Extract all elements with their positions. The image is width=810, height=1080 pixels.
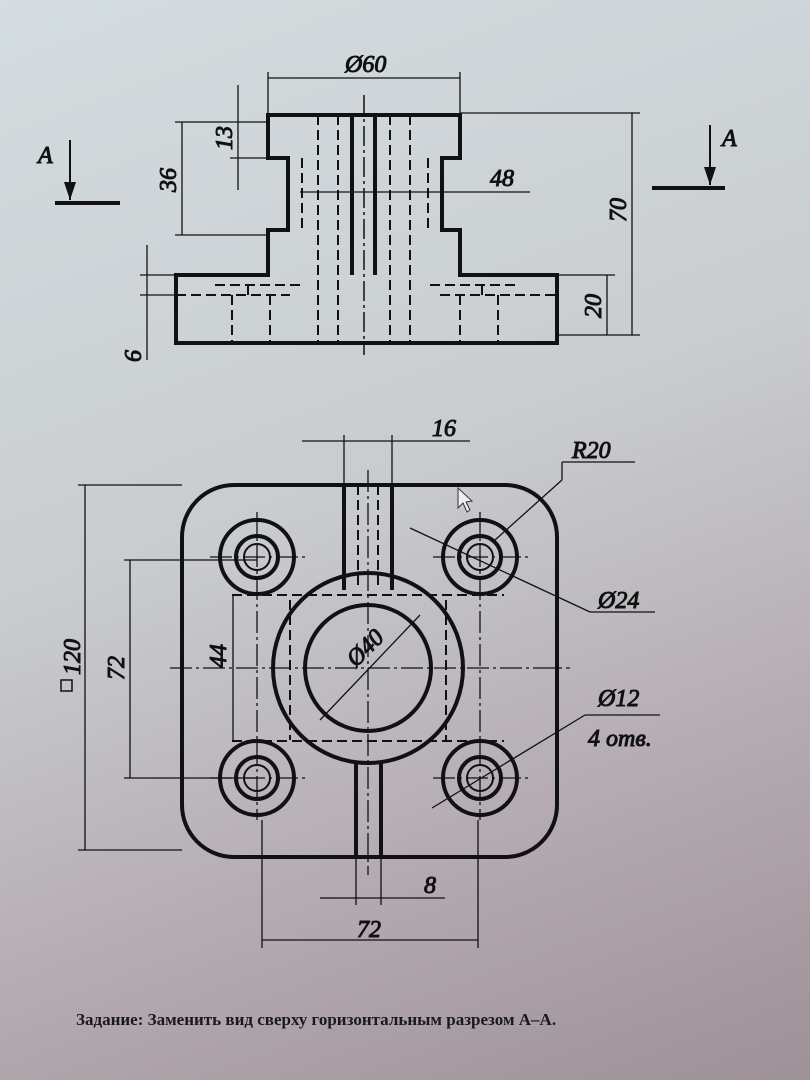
dim-dia12: Ø12 bbox=[597, 686, 639, 712]
front-view bbox=[55, 72, 725, 360]
dim-13: 13 bbox=[212, 126, 238, 150]
dim-16: 16 bbox=[432, 416, 456, 442]
dim-72-vertical: 72 bbox=[104, 656, 130, 680]
dim-dia60: Ø60 bbox=[344, 52, 386, 78]
dim-36: 36 bbox=[156, 168, 182, 193]
dim-20: 20 bbox=[581, 294, 607, 318]
dim-48: 48 bbox=[490, 166, 514, 192]
mouse-cursor-icon bbox=[457, 486, 474, 513]
dim-6: 6 bbox=[121, 350, 147, 362]
dim-8: 8 bbox=[424, 873, 436, 899]
dim-dia24: Ø24 bbox=[597, 588, 639, 614]
dim-sq120: 120 bbox=[60, 639, 86, 675]
task-caption: Задание: Заменить вид сверху горизонталь… bbox=[76, 1010, 557, 1029]
holes-count: 4 отв. bbox=[588, 726, 652, 752]
section-label-left: A bbox=[36, 143, 53, 169]
section-label-right: A bbox=[720, 126, 737, 152]
dim-dia40: Ø40 bbox=[341, 625, 389, 673]
dim-72-horizontal: 72 bbox=[357, 917, 381, 943]
top-view bbox=[60, 435, 660, 948]
dim-r20: R20 bbox=[571, 438, 611, 464]
dim-70: 70 bbox=[606, 198, 632, 222]
dim-44: 44 bbox=[206, 644, 232, 668]
